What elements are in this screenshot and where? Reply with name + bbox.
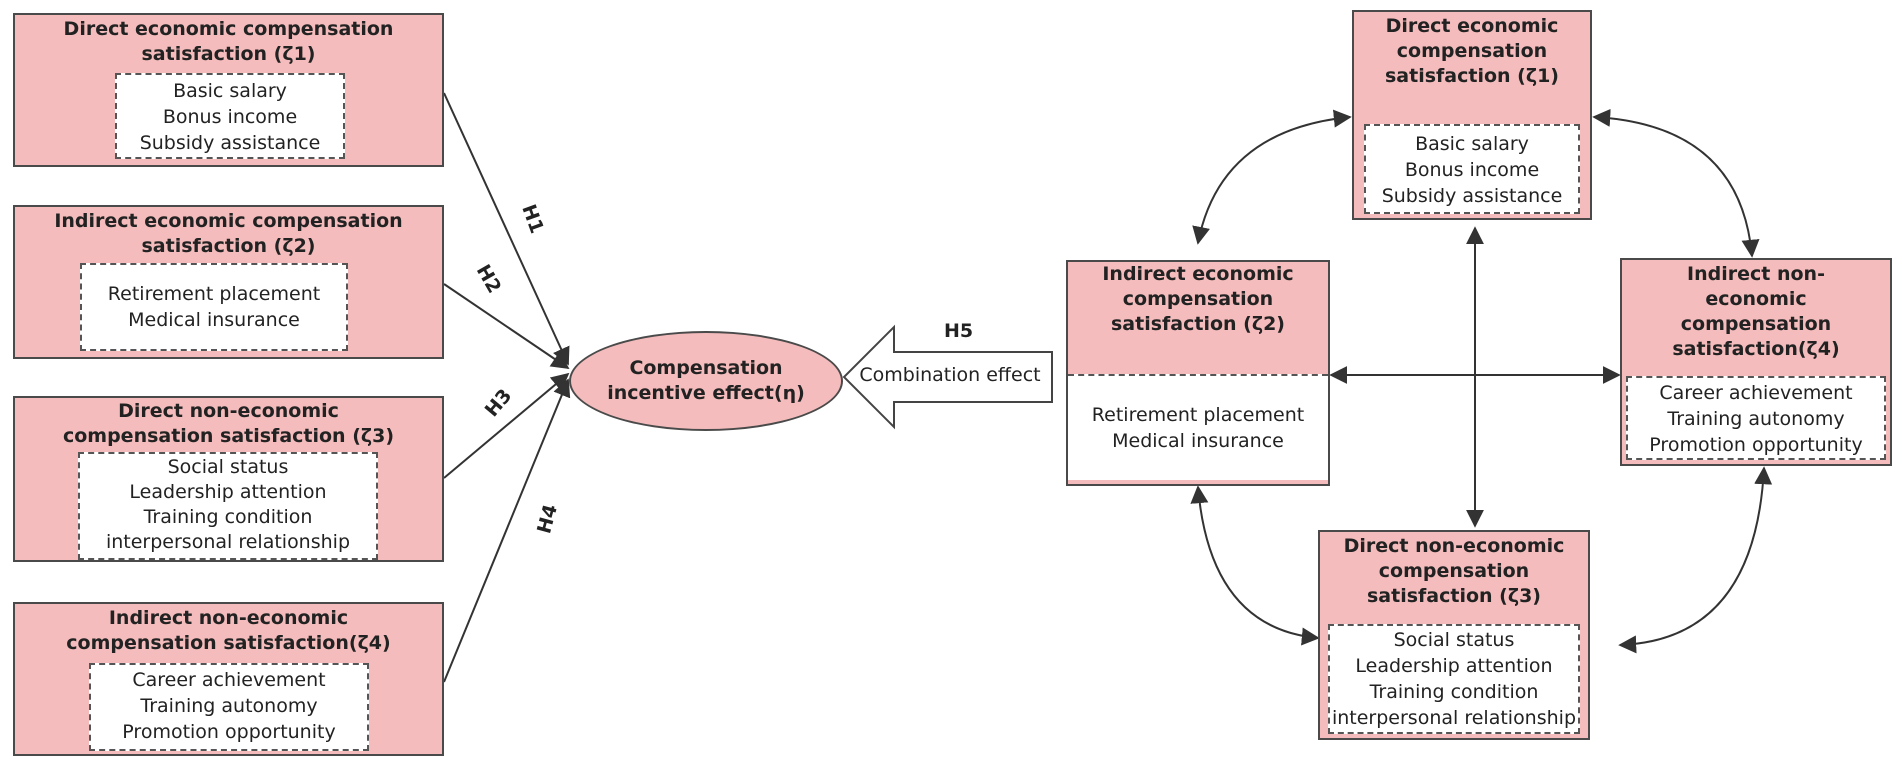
right-z3-item: Training condition <box>1369 681 1539 703</box>
right-z4-item: Promotion opportunity <box>1649 434 1863 456</box>
right-z2-title-2: compensation <box>1122 288 1274 310</box>
left-z3-item: interpersonal relationship <box>105 531 351 553</box>
right-box-z1: Direct economic compensation satisfactio… <box>1352 10 1592 220</box>
h5-label: H5 <box>944 320 974 342</box>
ellipse-line-1: Compensation <box>629 357 783 379</box>
right-z1-item: Subsidy assistance <box>1381 185 1563 207</box>
right-box-z4: Indirect non- economic compensation sati… <box>1620 258 1892 466</box>
right-z3-title-3: satisfaction (ζ3) <box>1367 585 1541 607</box>
link-z1-z2 <box>1192 109 1352 245</box>
right-z2-items: Retirement placement Medical insurance <box>1068 374 1328 480</box>
left-z1-item: Bonus income <box>162 106 298 128</box>
right-z2-item: Retirement placement <box>1091 404 1305 426</box>
ellipse-line-2: incentive effect(η) <box>607 382 805 404</box>
right-z2-title-1: Indirect economic <box>1102 263 1294 285</box>
right-z4-title-1: Indirect non- <box>1687 263 1825 285</box>
left-z1-items: Basic salary Bonus income Subsidy assist… <box>115 73 345 159</box>
left-box-z3: Direct non-economic compensation satisfa… <box>13 396 444 562</box>
left-box-z4: Indirect non-economic compensation satis… <box>13 602 444 756</box>
right-z3-item: Leadership attention <box>1355 655 1553 677</box>
left-z2-title-2: satisfaction (ζ2) <box>141 235 316 257</box>
right-z1-items: Basic salary Bonus income Subsidy assist… <box>1364 124 1580 214</box>
link-z2-z3 <box>1190 485 1320 646</box>
combination-effect-label: Combination effect <box>859 364 1041 386</box>
link-z4-z3 <box>1618 466 1773 654</box>
left-z3-item: Leadership attention <box>129 481 327 503</box>
left-z4-title-2: compensation satisfaction(ζ4) <box>66 632 391 654</box>
right-z4-item: Career achievement <box>1659 382 1853 404</box>
left-z3-title-2: compensation satisfaction (ζ3) <box>62 425 395 447</box>
right-z1-title-3: satisfaction (ζ1) <box>1385 65 1559 87</box>
h3-arrow <box>443 372 570 479</box>
left-box-z2: Indirect economic compensation satisfact… <box>13 205 444 359</box>
right-z3-item: interpersonal relationship <box>1331 707 1577 729</box>
right-box-z3: Direct non-economic compensation satisfa… <box>1318 530 1590 740</box>
right-z1-item: Bonus income <box>1404 159 1540 181</box>
right-z1-title-2: compensation <box>1396 40 1548 62</box>
h1-arrow <box>443 92 570 366</box>
link-z1-z4 <box>1592 108 1760 258</box>
right-z3-item: Social status <box>1393 629 1515 651</box>
left-z4-items: Career achievement Training autonomy Pro… <box>89 663 369 751</box>
left-z1-title-1: Direct economic compensation <box>63 18 394 40</box>
combination-arrow <box>842 324 1053 430</box>
left-z3-item: Social status <box>167 456 289 478</box>
h4-arrow <box>443 378 571 683</box>
left-z3-items: Social status Leadership attention Train… <box>78 452 378 560</box>
right-box-z2: Indirect economic compensation satisfact… <box>1066 260 1330 486</box>
right-z1-item: Basic salary <box>1415 133 1529 155</box>
right-z3-title-2: compensation <box>1378 560 1530 582</box>
right-z4-title-2: economic <box>1705 288 1807 310</box>
left-z1-title-2: satisfaction (ζ1) <box>141 43 316 65</box>
left-z4-item: Promotion opportunity <box>122 721 336 743</box>
h2-arrow <box>443 283 570 370</box>
left-z1-item: Subsidy assistance <box>139 132 321 154</box>
right-z1-title-1: Direct economic <box>1385 15 1559 37</box>
left-z1-item: Basic salary <box>173 80 287 102</box>
left-z3-title-1: Direct non-economic <box>118 400 339 422</box>
right-z4-title-4: satisfaction(ζ4) <box>1672 338 1840 360</box>
left-z2-item: Medical insurance <box>128 309 300 331</box>
left-box-z1: Direct economic compensation satisfactio… <box>13 13 444 167</box>
left-z2-items: Retirement placement Medical insurance <box>80 263 348 351</box>
right-z2-item: Medical insurance <box>1112 430 1284 452</box>
left-z2-item: Retirement placement <box>107 283 321 305</box>
right-z3-title-1: Direct non-economic <box>1343 535 1565 557</box>
left-z4-title-1: Indirect non-economic <box>108 607 349 629</box>
right-z4-title-3: compensation <box>1680 313 1832 335</box>
right-z3-items: Social status Leadership attention Train… <box>1328 624 1580 734</box>
left-z4-item: Career achievement <box>132 669 326 691</box>
compensation-incentive-ellipse: Compensation incentive effect(η) <box>569 331 843 431</box>
left-z2-title-1: Indirect economic compensation <box>54 210 403 232</box>
right-z2-title-3: satisfaction (ζ2) <box>1111 313 1285 335</box>
left-z4-item: Training autonomy <box>140 695 318 717</box>
right-z4-item: Training autonomy <box>1667 408 1845 430</box>
right-z4-items: Career achievement Training autonomy Pro… <box>1626 376 1886 460</box>
left-z3-item: Training condition <box>143 506 313 528</box>
